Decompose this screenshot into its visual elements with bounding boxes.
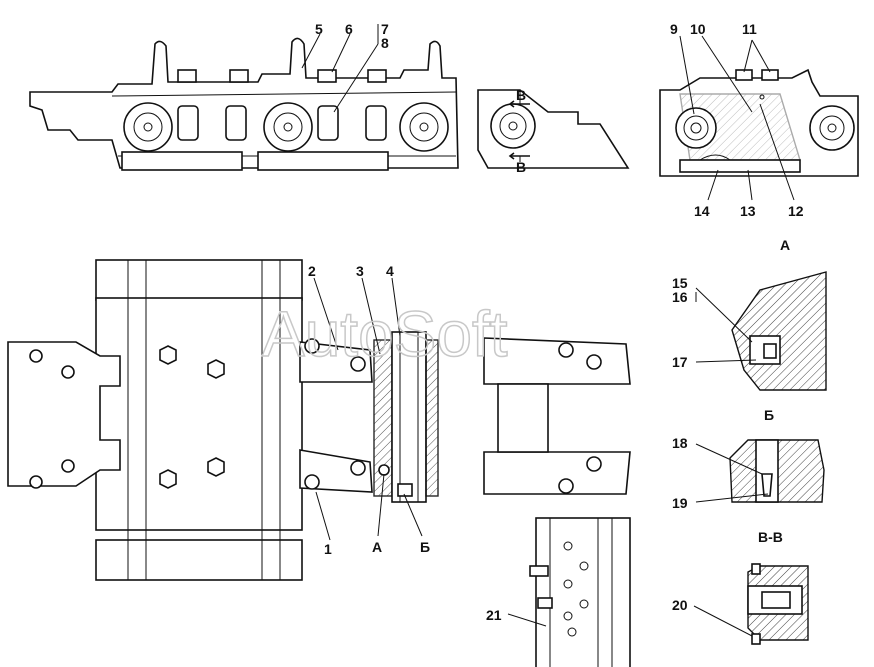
cut-label-top: В (516, 87, 526, 103)
track-chain-side-view (29, 37, 459, 171)
callout-6: 6 (345, 21, 353, 37)
detail-vv (747, 563, 809, 645)
callout-1: 1 (324, 541, 332, 557)
leader-lines (301, 24, 795, 637)
callout-16: 16 (672, 289, 688, 305)
section-a-title: А (780, 237, 790, 253)
callout-17: 17 (672, 354, 688, 370)
callout-4: 4 (386, 263, 394, 279)
callout-18: 18 (672, 435, 688, 451)
callout-8: 8 (381, 35, 389, 51)
shoe-section-view (659, 68, 859, 177)
callout-11: 11 (742, 21, 757, 37)
callout-9: 9 (670, 21, 678, 37)
callout-10: 10 (690, 21, 706, 37)
callout-15: 15 (672, 275, 688, 291)
section-vv-title: В-В (758, 529, 783, 545)
cut-label-bottom: В (516, 159, 526, 175)
watermark-text: AutoSoft (262, 298, 508, 370)
callout-14: 14 (694, 203, 710, 219)
section-b-title: Б (764, 407, 774, 423)
callout-13: 13 (740, 203, 756, 219)
mark-b-label: Б (420, 539, 430, 555)
detail-a (731, 271, 827, 391)
callout-2: 2 (308, 263, 316, 279)
callout-20: 20 (672, 597, 688, 613)
callout-19: 19 (672, 495, 688, 511)
callout-7: 7 (381, 21, 389, 37)
callout-21: 21 (486, 607, 502, 623)
callout-5: 5 (315, 21, 323, 37)
detail-b (729, 439, 825, 503)
callout-12: 12 (788, 203, 804, 219)
shoe-top-view (529, 517, 631, 667)
link-cut-view (477, 89, 630, 169)
track-plan-view (7, 259, 631, 581)
callout-3: 3 (356, 263, 364, 279)
mark-a-label: А (372, 539, 382, 555)
